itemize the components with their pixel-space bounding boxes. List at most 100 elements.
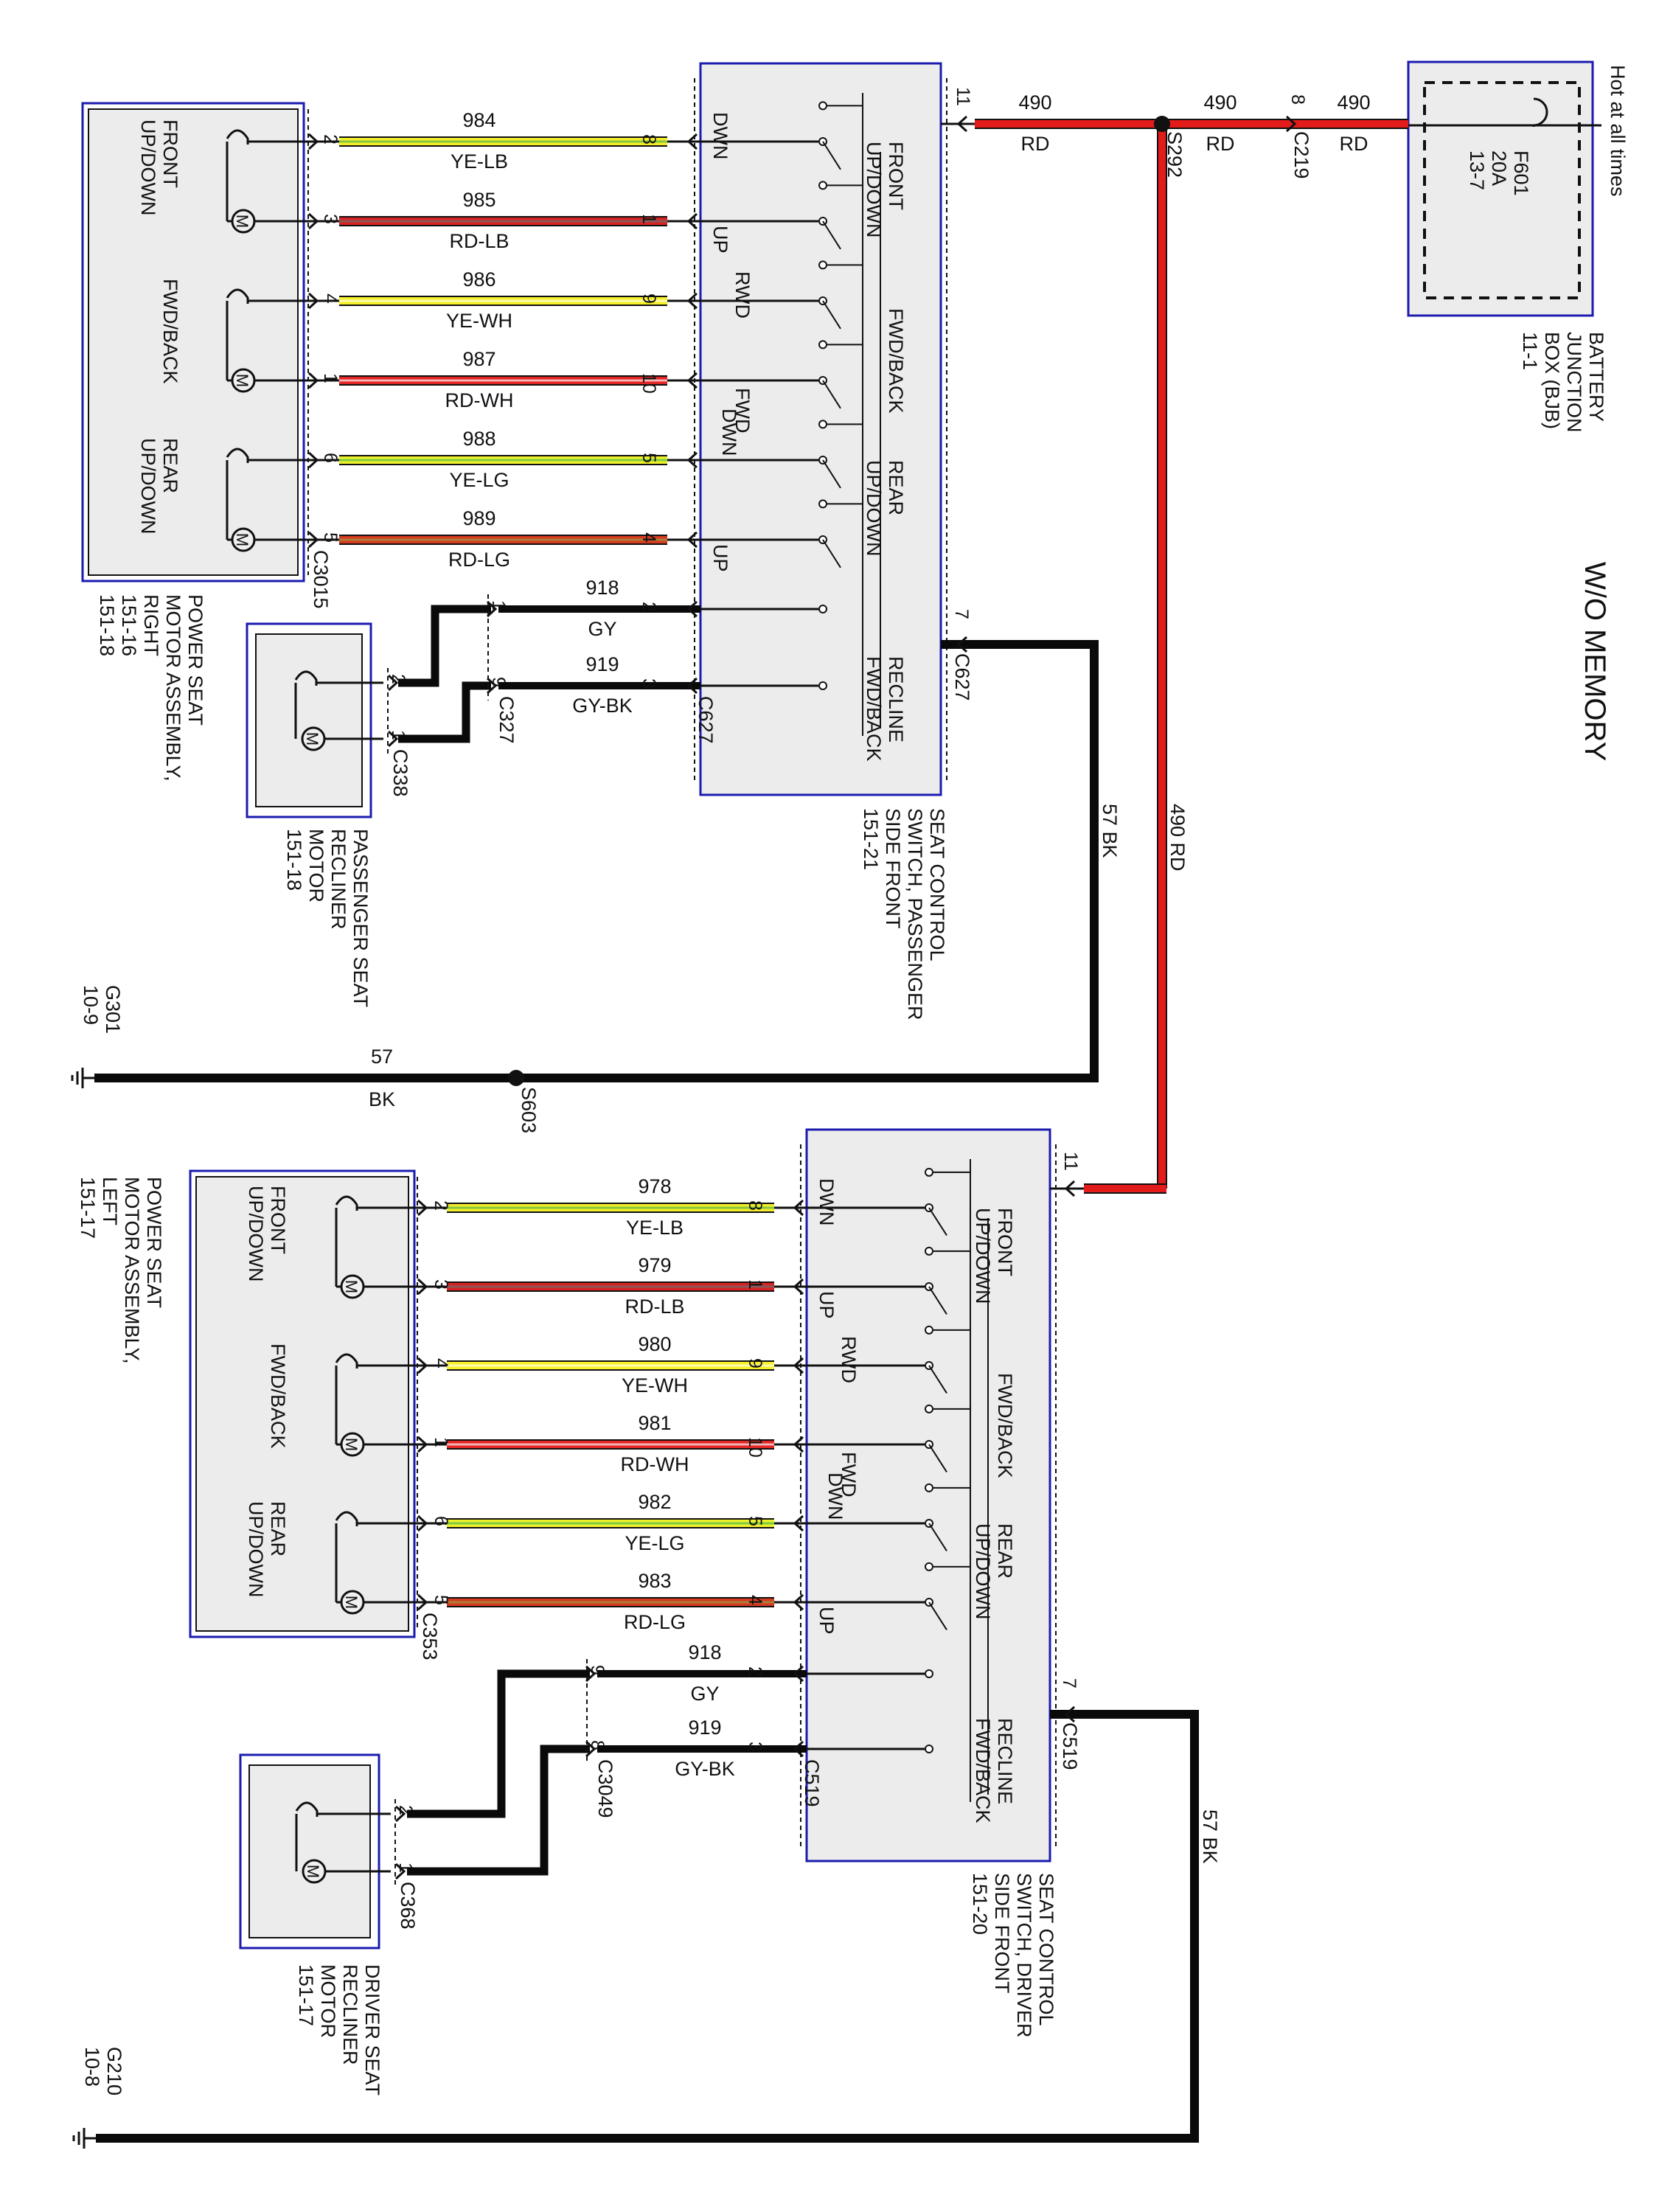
passenger-wire-color: YE-LG	[449, 469, 509, 491]
bjb-inner	[1423, 81, 1581, 299]
passenger-motor-icon-letter: M	[233, 215, 251, 228]
passenger-switch-blade	[822, 459, 841, 489]
driver-ground-riser-label: 57 BK	[1199, 1809, 1221, 1864]
driver-contact	[925, 1325, 933, 1335]
feed-circuit-number: 490	[1203, 91, 1237, 114]
passenger-motor-pin: 6	[320, 453, 341, 463]
driver-circuit-number: 980	[638, 1333, 671, 1355]
passenger-motor-icon-letter: M	[233, 374, 251, 387]
driver-circuit-number: 983	[638, 1570, 671, 1592]
driver-motor-function-label: REAR	[267, 1501, 289, 1557]
driver-motor-pin-arrow	[417, 1514, 428, 1532]
passenger-motor-function-label: UP/DOWN	[137, 438, 159, 535]
passenger-switch-connector-label: C627	[951, 653, 973, 701]
passenger-motor-name: MOTOR ASSEMBLY,	[162, 594, 184, 782]
bjb-name: BATTERY	[1585, 332, 1607, 422]
passenger-wire-color: GY	[588, 618, 616, 640]
driver-motor-pin: 3	[431, 1279, 451, 1290]
passenger-recliner-name: PASSENGER SEAT	[349, 829, 372, 1007]
passenger-recliner-pin-arrow	[387, 674, 399, 692]
driver-switch-pin-arrow	[793, 1665, 804, 1683]
driver-motor-body	[195, 1176, 409, 1632]
driver-switch-pin: 3	[745, 1742, 765, 1752]
driver-motor-icon-letter: M	[342, 1280, 361, 1293]
driver-wire-color: YE-WH	[622, 1374, 688, 1397]
driver-motor-name: POWER SEAT	[143, 1177, 165, 1308]
driver-circuit-number: 918	[688, 1641, 721, 1663]
passenger-contact	[818, 605, 827, 613]
passenger-motor-pin: 3	[320, 214, 341, 224]
driver-switch-function-label: REAR	[994, 1523, 1016, 1579]
driver-direction-label: RWD	[838, 1336, 860, 1383]
driver-switch-name: SEAT CONTROL	[1035, 1873, 1057, 2026]
passenger-circuit-number: 918	[585, 577, 619, 599]
driver-switch-pin: 2	[745, 1666, 765, 1677]
driver-switch-pin-arrow	[793, 1278, 804, 1295]
fuse-label: 13-7	[1466, 150, 1488, 190]
driver-switch-connector-label: C519	[801, 1759, 823, 1807]
driver-switch-pin-arrow	[793, 1357, 804, 1374]
passenger-circuit-number: 984	[462, 109, 495, 131]
passenger-position-sensor	[226, 129, 249, 145]
driver-direction-label: DWN	[824, 1472, 846, 1520]
passenger-ground-riser-label: 57 BK	[1099, 804, 1121, 858]
driver-switch-blade	[928, 1286, 947, 1315]
driver-motor-pin-arrow	[417, 1278, 428, 1295]
driver-switch-function-label: FRONT	[994, 1208, 1016, 1276]
passenger-motor-function-label: FRONT	[159, 119, 181, 188]
driver-switch-pin-arrow	[793, 1740, 804, 1758]
passenger-direction-label: UP	[709, 544, 731, 572]
ground-label-g210: 10-8	[81, 2047, 103, 2087]
ground-circuit-number: 57	[371, 1046, 393, 1068]
passenger-circuit-number: 987	[462, 348, 495, 370]
driver-contact	[925, 1562, 933, 1571]
passenger-recliner-name: RECLINER	[327, 829, 349, 930]
passenger-wire-color: RD-LG	[448, 549, 510, 571]
feed-wire-color: RD	[1021, 133, 1050, 155]
driver-inline-pin-arrow	[585, 1665, 597, 1683]
passenger-wire-color: YE-LB	[451, 150, 508, 173]
passenger-recliner-pin-arrow	[387, 730, 399, 748]
driver-feed-pin-arrow	[1064, 1180, 1076, 1197]
driver-wire-color: RD-LG	[624, 1611, 686, 1633]
driver-circuit-number: 978	[638, 1175, 671, 1197]
fuse-label: 20A	[1488, 150, 1510, 186]
passenger-motor-name: 151-18	[96, 594, 118, 656]
driver-motor-function-label: FRONT	[267, 1186, 289, 1254]
driver-wire-color: GY	[690, 1683, 719, 1705]
passenger-motor-pin: 1	[320, 373, 341, 383]
c219-pin: 8	[1287, 94, 1308, 105]
ground-label-g301: 10-9	[80, 985, 102, 1025]
passenger-motor-pin: 2	[320, 134, 341, 145]
driver-switch-pin-arrow	[793, 1593, 804, 1611]
driver-contact	[925, 1167, 933, 1177]
passenger-circuit-number: 989	[462, 507, 495, 529]
driver-recliner-connector-label: C368	[397, 1882, 419, 1930]
driver-recliner-body	[248, 1764, 371, 1938]
passenger-motor-pin-arrow	[307, 212, 319, 230]
passenger-recliner-name: 151-18	[283, 829, 305, 891]
passenger-motor-name: 151-16	[118, 594, 140, 656]
passenger-motor-pin: 4	[320, 293, 341, 304]
passenger-switch-pin-arrow	[686, 677, 698, 695]
passenger-motor-function-label: FWD/BACK	[159, 279, 181, 384]
driver-switch-connector-label: C519	[1059, 1722, 1081, 1770]
driver-contact	[925, 1745, 933, 1753]
passenger-recliner-connector-label: C338	[389, 749, 411, 797]
driver-switch-blade	[928, 1207, 947, 1236]
driver-switch-pin: 8	[745, 1200, 765, 1211]
passenger-motor-pin-arrow	[307, 531, 319, 549]
passenger-direction-label: RWD	[731, 271, 754, 319]
driver-switch-pin: 9	[745, 1358, 765, 1368]
driver-switch-blade	[928, 1523, 947, 1551]
passenger-switch-function-label: FRONT	[885, 142, 907, 210]
passenger-ground-wire	[94, 640, 1099, 1082]
driver-motor-pin: 1	[431, 1437, 451, 1447]
driver-motor-pin-arrow	[417, 1199, 428, 1217]
passenger-contact	[818, 181, 827, 190]
passenger-circuit-number: 988	[462, 428, 495, 450]
driver-recliner-name: DRIVER SEAT	[361, 1964, 383, 2096]
passenger-contact	[818, 499, 827, 509]
driver-switch-function-label: UP/DOWN	[972, 1208, 994, 1304]
passenger-inline-pin-arrow	[486, 677, 498, 695]
